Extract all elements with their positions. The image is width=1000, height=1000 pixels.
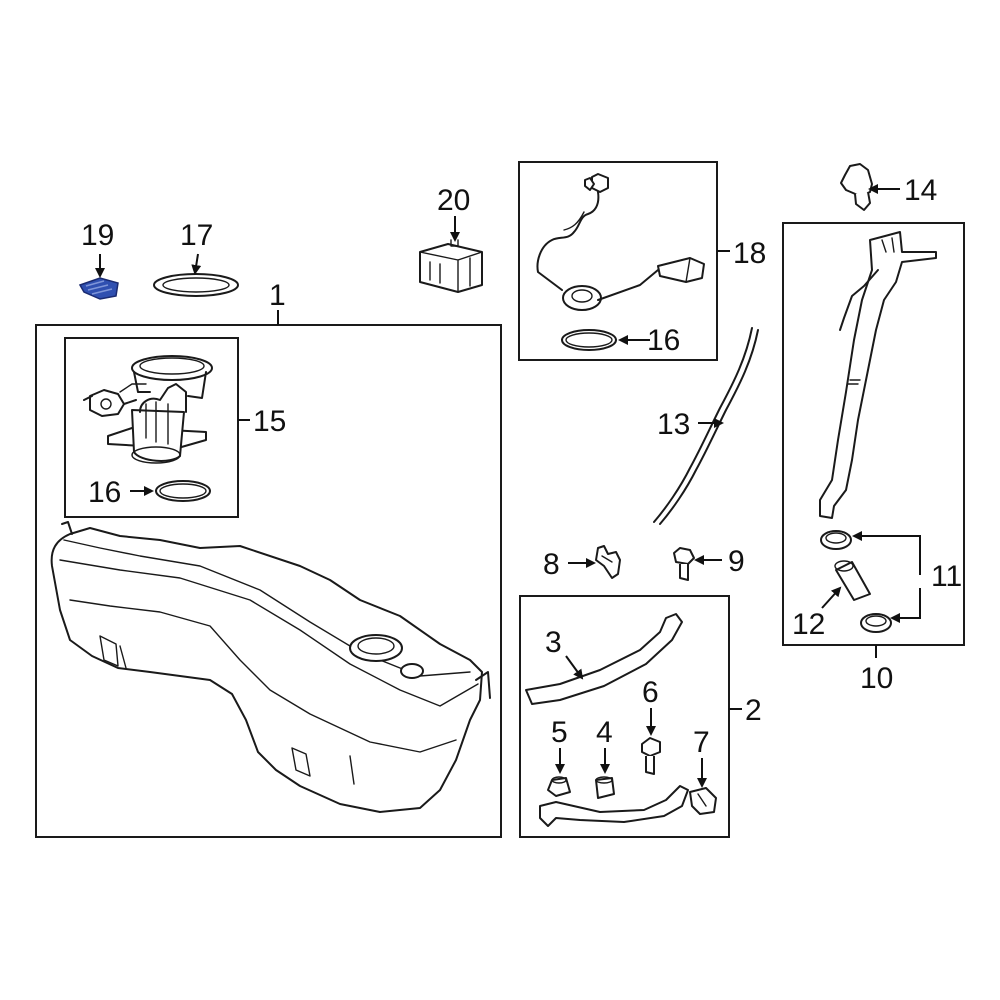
callout-8: 8 [543, 548, 560, 581]
part-2-lower-strap[interactable] [539, 785, 689, 827]
callout-7: 7 [693, 726, 710, 759]
leader-12 [821, 586, 842, 609]
filler-pipe-group-box [782, 222, 965, 646]
callout-12: 12 [792, 608, 825, 641]
callout-13: 13 [657, 408, 690, 441]
callout-14: 14 [904, 174, 937, 207]
part-1-fuel-tank[interactable] [50, 521, 491, 813]
callout-9: 9 [728, 545, 745, 578]
part-11-clamp-lower[interactable] [860, 613, 892, 633]
part-18-fuel-level-sender[interactable] [536, 173, 705, 311]
fuel-tank-group-box [35, 324, 502, 838]
part-19-seal[interactable] [78, 277, 119, 300]
callout-2: 2 [745, 694, 762, 727]
callout-16b: 16 [647, 324, 680, 357]
callout-20: 20 [437, 184, 470, 217]
part-8-clip[interactable] [595, 545, 621, 579]
part-16-seal-ring-b[interactable] [561, 329, 617, 351]
part-17-gasket[interactable] [153, 273, 239, 297]
callout-4: 4 [596, 716, 613, 749]
part-15-fuel-pump[interactable] [83, 355, 213, 464]
part-12-hose-connector[interactable] [834, 560, 871, 601]
callout-5: 5 [551, 716, 568, 749]
callout-18: 18 [733, 237, 766, 270]
part-7-clip[interactable] [689, 787, 717, 815]
callout-1: 1 [269, 279, 286, 312]
part-14-fuel-cap[interactable] [840, 163, 873, 211]
part-20-control-module[interactable] [419, 239, 483, 293]
callout-6: 6 [642, 676, 659, 709]
callout-11: 11 [931, 560, 962, 593]
leader-17 [191, 253, 202, 275]
callout-3: 3 [545, 626, 562, 659]
part-9-bolt[interactable] [673, 547, 695, 581]
callout-15: 15 [253, 405, 286, 438]
fuel-pump-group-box [64, 337, 239, 518]
callout-17: 17 [180, 219, 213, 252]
part-16-seal-ring-a[interactable] [155, 480, 211, 502]
part-11-clamp-upper[interactable] [820, 530, 852, 550]
part-6-bolt[interactable] [641, 737, 661, 775]
callout-16a: 16 [88, 476, 121, 509]
leader-3 [565, 655, 584, 680]
part-13-vent-hose[interactable] [653, 327, 759, 525]
leader-11 [858, 535, 921, 575]
leader-11b [894, 588, 921, 619]
callout-10: 10 [860, 662, 893, 695]
callout-19: 19 [81, 219, 114, 252]
part-3-tank-strap[interactable] [525, 613, 683, 705]
part-4-bushing[interactable] [595, 776, 615, 799]
strap-group-box [519, 595, 730, 838]
part-5-spacer[interactable] [547, 776, 571, 797]
part-10-filler-pipe[interactable] [819, 231, 937, 519]
sender-group-box [518, 161, 718, 361]
